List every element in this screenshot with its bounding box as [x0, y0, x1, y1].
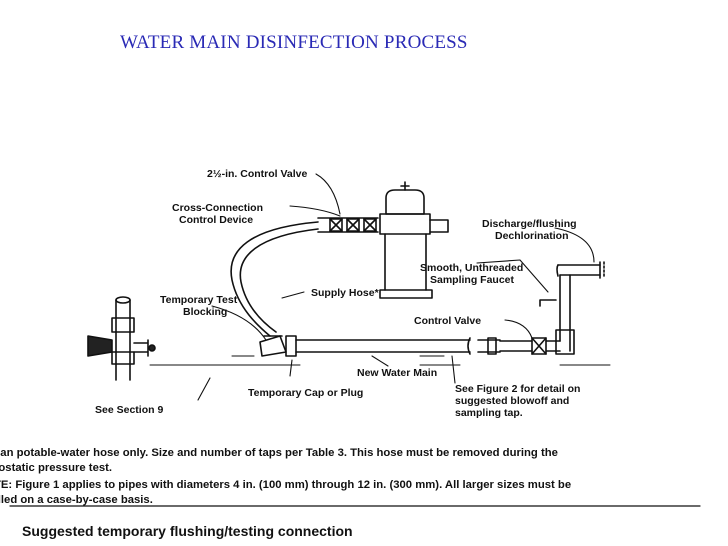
leader-lines	[197, 173, 595, 401]
label-temp-blocking-2: Blocking	[183, 306, 227, 318]
label-supply-hose: Supply Hose*	[311, 287, 380, 299]
fire-hydrant	[379, 181, 449, 299]
note-line-2: rostatic pressure test.	[0, 462, 113, 474]
new-water-main	[259, 261, 605, 357]
label-discharge-2: Dechlorination	[495, 230, 569, 242]
label-see-section: See Section 9	[95, 404, 163, 416]
label-temp-cap: Temporary Cap or Plug	[248, 387, 363, 399]
label-sampling-1: Smooth, Unthreaded	[420, 262, 523, 274]
note-line-1: ean potable-water hose only. Size and nu…	[0, 447, 558, 459]
note-line-4: dled on a case-by-case basis.	[0, 494, 153, 506]
cross-connection-device	[317, 217, 379, 233]
label-see-figure-1: See Figure 2 for detail on	[455, 383, 580, 395]
label-sampling-2: Sampling Faucet	[430, 274, 515, 286]
label-control-valve-2half: 2½-in. Control Valve	[207, 168, 308, 180]
label-new-water-main: New Water Main	[357, 367, 437, 379]
label-discharge-1: Discharge/flushing	[482, 218, 577, 230]
figure-caption: Suggested temporary flushing/testing con…	[22, 523, 353, 539]
note-line-3: TE: Figure 1 applies to pipes with diame…	[0, 479, 572, 491]
tapping-detail	[87, 296, 156, 381]
label-temp-blocking-1: Temporary Test	[160, 294, 238, 306]
label-see-figure-3: sampling tap.	[455, 407, 523, 419]
slide-title: WATER MAIN DISINFECTION PROCESS	[120, 32, 468, 53]
label-cross-connection-1: Cross-Connection	[172, 202, 263, 214]
label-control-valve: Control Valve	[414, 315, 481, 327]
label-see-figure-2: suggested blowoff and	[455, 395, 569, 407]
label-cross-connection-2: Control Device	[179, 214, 253, 226]
